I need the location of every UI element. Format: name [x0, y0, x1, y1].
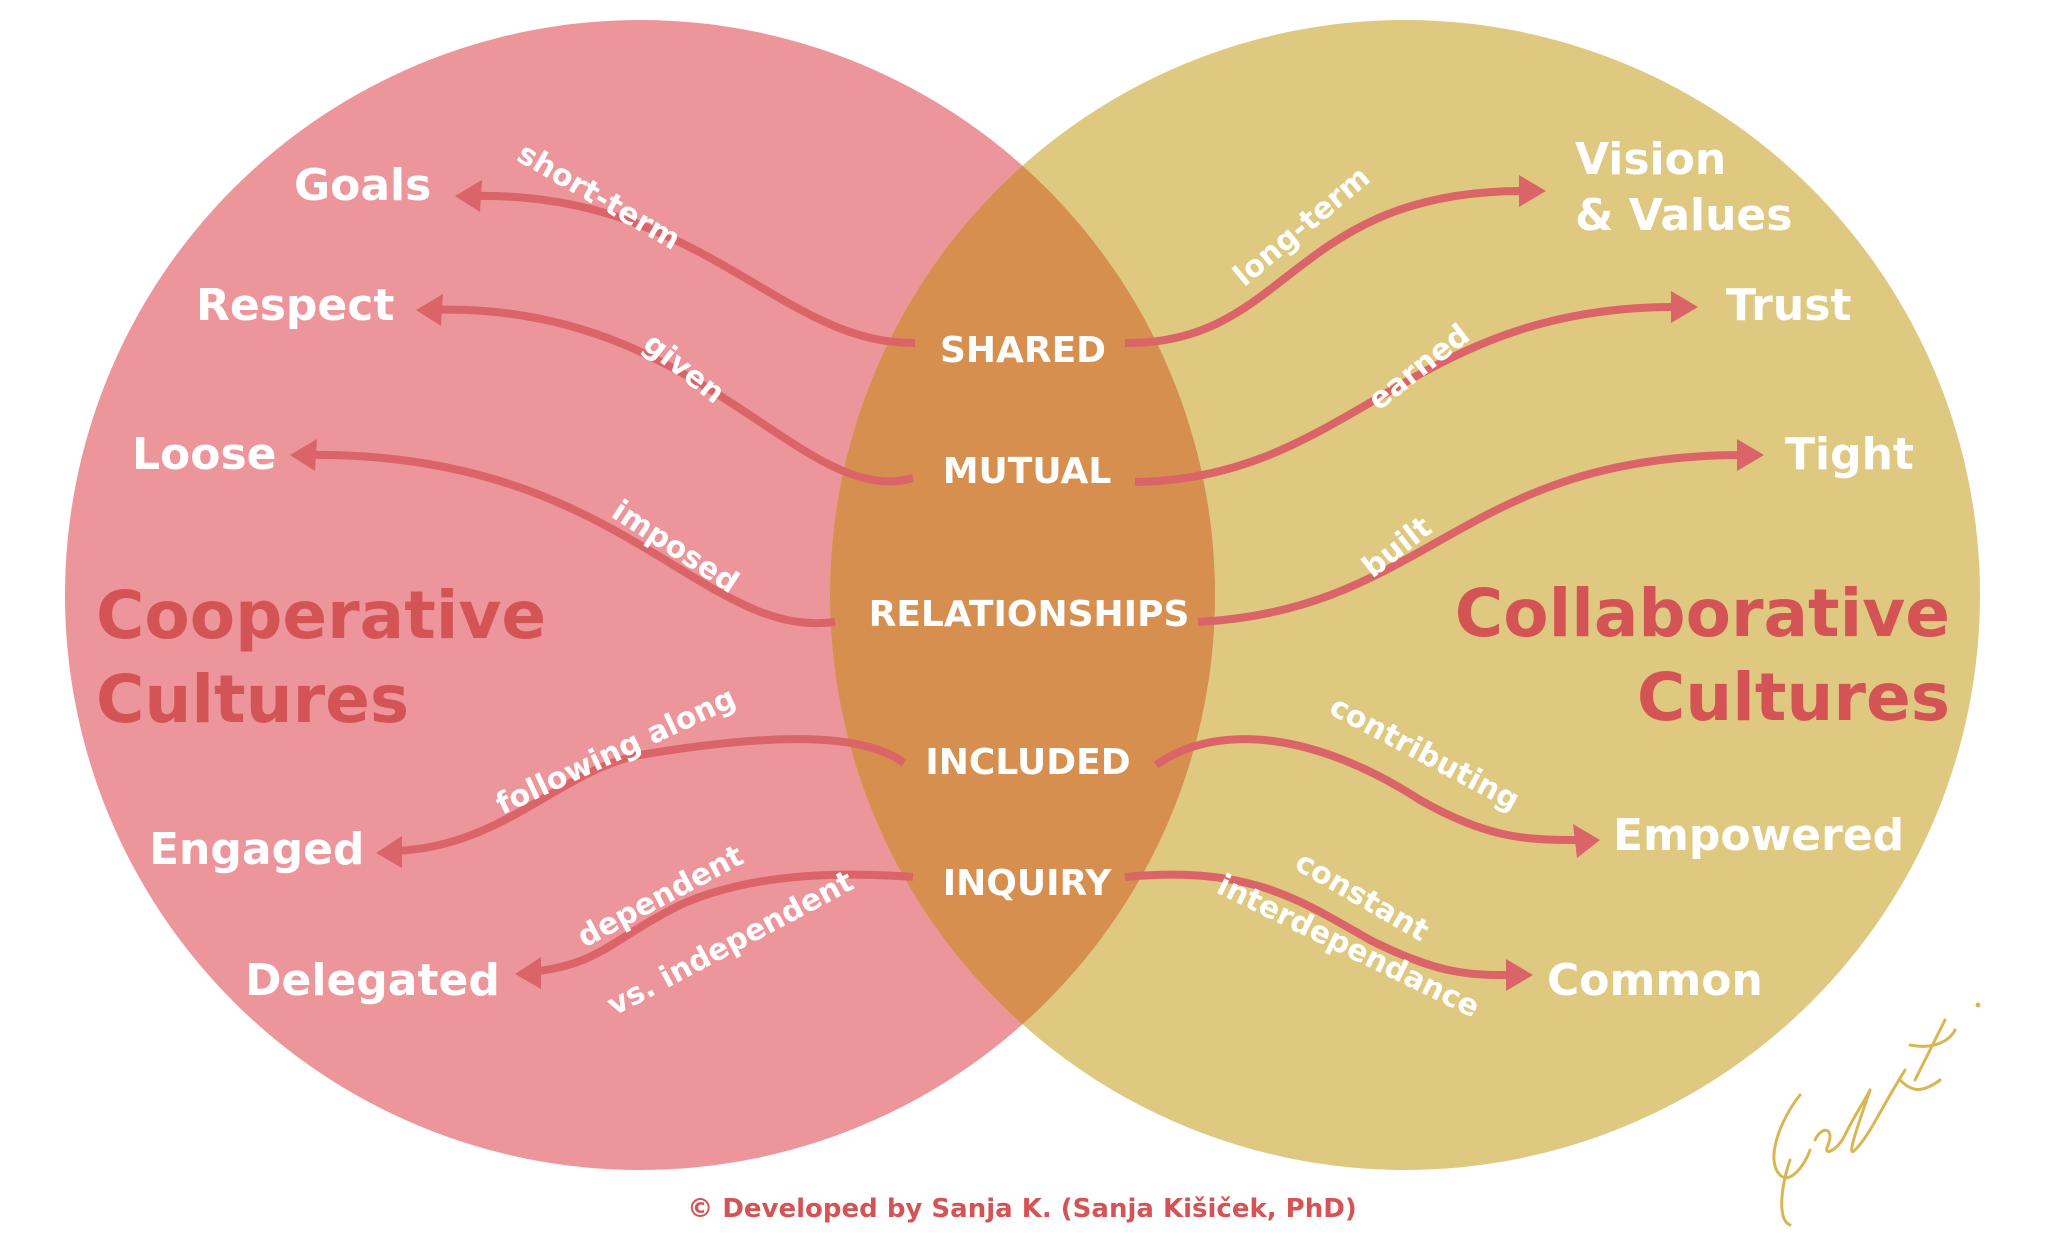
outcome-common: Common: [1547, 955, 1763, 1006]
outcome-goals: Goals: [294, 160, 431, 211]
arrowhead-vision: [1519, 175, 1546, 207]
outcome-vision: Vision: [1575, 134, 1726, 185]
overlap-region: [830, 20, 1215, 1170]
arrowhead-trust: [1671, 291, 1698, 323]
signature: [1772, 1002, 1981, 1227]
arrow-included-empowered: [1153, 735, 1581, 844]
arrowhead-loose: [290, 439, 317, 471]
center-included: INCLUDED: [925, 742, 1130, 783]
cooperative-title-line1: Cooperative: [96, 577, 546, 654]
arrow-shared-vision: [1124, 186, 1526, 348]
cooperative-title-line2: Cultures: [96, 661, 409, 738]
right-arrows: [1124, 175, 1764, 991]
footer-credit: © Developed by Sanja K. (Sanja Kišiček, …: [687, 1194, 1356, 1224]
arrow-included-engaged: [389, 735, 907, 855]
arrow-mutual-respect: [429, 305, 915, 486]
arrowhead-empowered: [1573, 824, 1600, 858]
outcome-tight: Tight: [1785, 429, 1914, 480]
outcome-values: & Values: [1575, 190, 1792, 241]
center-mutual: MUTUAL: [943, 451, 1112, 492]
center-shared: SHARED: [940, 330, 1106, 371]
outcome-delegated: Delegated: [245, 955, 500, 1006]
outcome-trust: Trust: [1726, 280, 1851, 331]
arrowhead-respect: [416, 294, 443, 326]
arrowhead-delegated: [515, 957, 541, 989]
left-arrows: [290, 180, 916, 989]
outcome-loose: Loose: [132, 429, 277, 480]
arrowhead-tight: [1737, 439, 1764, 471]
arrow-shared-goals: [469, 191, 916, 348]
collaborative-title-line1: Collaborative: [1455, 575, 1950, 652]
outcome-respect: Respect: [196, 280, 394, 331]
arrow-mutual-trust: [1134, 302, 1678, 486]
outcome-empowered: Empowered: [1613, 810, 1904, 861]
collaborative-title-line2: Cultures: [1637, 659, 1950, 736]
arrowhead-goals: [455, 180, 482, 212]
arrow-inquiry-common: [1124, 870, 1513, 979]
arrow-relationships-loose: [304, 450, 836, 628]
center-inquiry: INQUIRY: [943, 863, 1113, 904]
center-relationships: RELATIONSHIPS: [869, 594, 1190, 635]
arrow-relationships-tight: [1197, 451, 1744, 626]
arrowhead-engaged: [376, 836, 402, 868]
arrowhead-common: [1506, 959, 1533, 991]
arrow-inquiry-delegated: [529, 870, 914, 976]
outcome-engaged: Engaged: [149, 824, 364, 875]
